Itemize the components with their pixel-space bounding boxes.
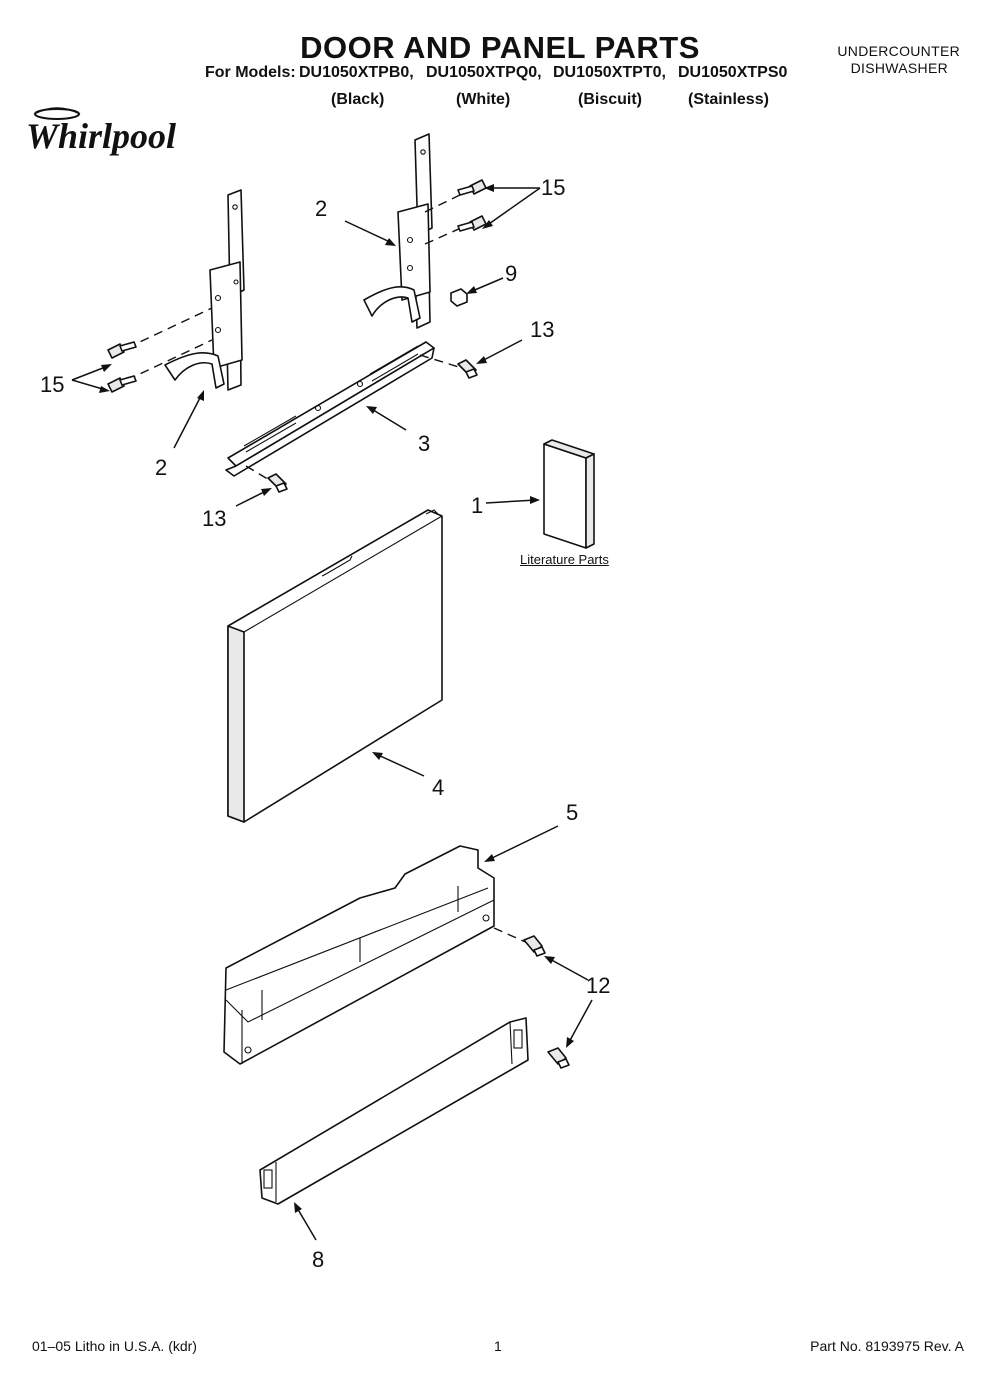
callout-8: 8	[312, 1247, 324, 1272]
callout-9: 9	[505, 261, 517, 286]
callout-15: 15	[40, 372, 64, 397]
callout-1: 1	[471, 493, 483, 518]
appliance-type: UNDERCOUNTER	[837, 43, 960, 59]
screw-12-upper	[523, 935, 546, 957]
screw-15-right	[424, 179, 487, 245]
model-number: DU1050XTPT0,	[553, 64, 666, 81]
callout-13: 13	[202, 506, 226, 531]
finish-label: (Stainless)	[688, 91, 769, 108]
hinge-bracket-right	[363, 133, 433, 329]
appliance-type: DISHWASHER	[850, 60, 948, 76]
callout-2: 2	[155, 455, 167, 480]
callout-12: 12	[586, 973, 610, 998]
brand-logo-text: Whirlpool	[26, 116, 176, 156]
callout-5: 5	[566, 800, 578, 825]
lower-panel-5	[223, 845, 495, 1065]
whirlpool-logo: Whirlpool	[26, 107, 176, 156]
callout-2: 2	[315, 196, 327, 221]
finish-label: (White)	[456, 91, 511, 108]
finish-label: (Biscuit)	[578, 91, 642, 108]
screw-12-lower	[547, 1047, 570, 1069]
callout-15: 15	[541, 175, 565, 200]
page-number: 1	[494, 1338, 502, 1354]
models-prefix: For Models:	[205, 64, 296, 81]
model-number: DU1050XTPS0	[678, 64, 788, 81]
screw-13-right	[457, 359, 478, 379]
callout-13: 13	[530, 317, 554, 342]
screw-15-left	[107, 307, 213, 393]
callout-3: 3	[418, 431, 430, 456]
page-title: DOOR AND PANEL PARTS	[300, 30, 700, 65]
door-support-bar-3	[225, 341, 435, 477]
callout-4: 4	[432, 775, 444, 800]
part-number: Part No. 8193975 Rev. A	[810, 1338, 964, 1354]
finish-label: (Black)	[331, 91, 385, 108]
leader-lines	[71, 184, 593, 1241]
model-number: DU1050XTPQ0,	[426, 64, 542, 81]
clip-9	[450, 288, 468, 307]
hinge-bracket-left	[164, 189, 245, 391]
screw-13-left	[267, 473, 288, 493]
literature-booklet	[543, 439, 595, 549]
door-panel-4	[227, 509, 443, 823]
model-number: DU1050XTPB0,	[299, 64, 414, 81]
footer-print-info: 01–05 Litho in U.S.A. (kdr)	[32, 1338, 197, 1354]
literature-parts-label: Literature Parts	[520, 552, 609, 567]
toe-kick-8	[259, 1017, 529, 1205]
